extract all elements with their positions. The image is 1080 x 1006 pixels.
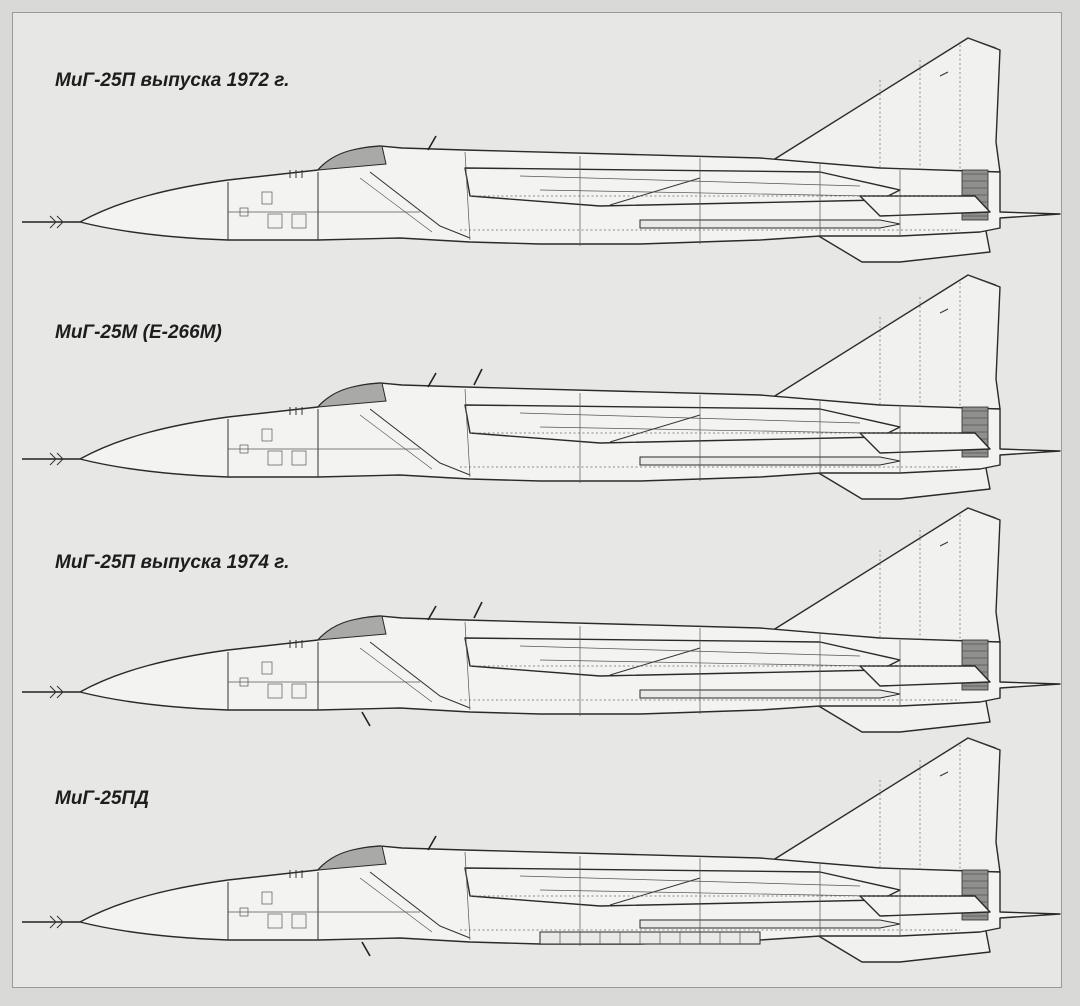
access-panel	[261, 891, 273, 905]
access-panel	[291, 683, 307, 699]
access-panel	[239, 677, 249, 687]
canopy	[316, 145, 387, 171]
missile	[639, 919, 901, 929]
fin-tip	[967, 507, 997, 519]
profile-caption: МиГ-25П выпуска 1974 г.	[55, 552, 290, 573]
fin-antenna	[939, 308, 949, 314]
spine-antenna-2	[473, 601, 483, 619]
access-panel	[239, 207, 249, 217]
wing-fence	[539, 889, 871, 897]
spine-antenna	[427, 605, 437, 621]
access-panel	[261, 661, 273, 675]
profile-mig25p-1974: МиГ-25П выпуска 1974 г.	[0, 470, 1080, 733]
pitot-vanes	[49, 915, 64, 929]
stabilizer	[859, 195, 991, 217]
aircraft-group	[22, 507, 1061, 733]
profile-caption: МиГ-25ПД	[55, 788, 149, 809]
wing-leading-edge	[609, 414, 701, 443]
access-panel	[267, 683, 283, 699]
cockpit-probes	[289, 640, 303, 648]
vertical-tail	[769, 37, 1001, 173]
missile	[639, 689, 901, 699]
intake-ramp	[369, 641, 471, 709]
wing-leading-edge	[609, 647, 701, 676]
vertical-tail	[769, 737, 1001, 873]
aircraft-side-view	[22, 737, 1061, 963]
fin-tip	[967, 737, 997, 749]
intake-ramp	[369, 408, 471, 476]
access-panel	[291, 213, 307, 229]
wing-fence	[539, 189, 871, 197]
pitot-vanes	[49, 215, 64, 229]
intake-ramp-inner	[359, 877, 433, 933]
intake-ramp-inner	[359, 414, 433, 470]
pitot-vanes	[49, 685, 64, 699]
intake-ramp-inner	[359, 647, 433, 703]
profile-mig25p-1972: МиГ-25П выпуска 1972 г.	[0, 0, 1080, 263]
wing-leading-edge	[609, 177, 701, 206]
profile-mig25m: МиГ-25М (Е-266М)	[0, 237, 1080, 500]
spine-antenna-2	[473, 368, 483, 386]
fin-tip	[967, 274, 997, 286]
access-panel	[239, 444, 249, 454]
cockpit-probes	[289, 170, 303, 178]
access-panel	[261, 191, 273, 205]
intake-ramp	[369, 171, 471, 239]
stabilizer	[859, 895, 991, 917]
canopy	[316, 382, 387, 408]
fin-antenna	[939, 71, 949, 77]
wing-leading-edge	[609, 877, 701, 906]
ventral-antenna	[361, 941, 371, 957]
ventral-antenna	[361, 711, 371, 727]
wing-fence	[539, 426, 871, 434]
aircraft-side-view	[22, 507, 1061, 733]
missile	[639, 219, 901, 229]
aircraft-group	[22, 274, 1061, 500]
canopy	[316, 845, 387, 871]
vertical-tail	[769, 274, 1001, 410]
aircraft-side-view	[22, 274, 1061, 500]
spine-antenna	[427, 835, 437, 851]
access-panel	[291, 913, 307, 929]
panel-line	[464, 621, 471, 711]
profile-caption: МиГ-25М (Е-266М)	[55, 322, 222, 343]
pitot-vanes	[49, 452, 64, 466]
wing-fence	[539, 659, 871, 667]
canopy	[316, 615, 387, 641]
gun-pod	[539, 931, 761, 945]
missile	[639, 456, 901, 466]
stabilizer	[859, 432, 991, 454]
profile-mig25pd: МиГ-25ПД	[0, 700, 1080, 963]
access-panel	[261, 428, 273, 442]
spine-antenna	[427, 372, 437, 388]
intake-ramp-inner	[359, 177, 433, 233]
spine-antenna	[427, 135, 437, 151]
access-panel	[267, 913, 283, 929]
stabilizer	[859, 665, 991, 687]
access-panel	[291, 450, 307, 466]
cockpit-probes	[289, 407, 303, 415]
access-panel	[267, 213, 283, 229]
aircraft-group	[22, 737, 1061, 963]
profile-caption: МиГ-25П выпуска 1972 г.	[55, 70, 290, 91]
cockpit-probes	[289, 870, 303, 878]
access-panel	[267, 450, 283, 466]
access-panel	[239, 907, 249, 917]
fin-antenna	[939, 541, 949, 547]
aircraft-group	[22, 37, 1061, 263]
aircraft-side-view	[22, 37, 1061, 263]
intake-ramp	[369, 871, 471, 939]
panel-line	[464, 851, 471, 941]
vertical-tail	[769, 507, 1001, 643]
panel-line	[464, 388, 471, 478]
fin-antenna	[939, 771, 949, 777]
panel-line	[464, 151, 471, 241]
fin-tip	[967, 37, 997, 49]
